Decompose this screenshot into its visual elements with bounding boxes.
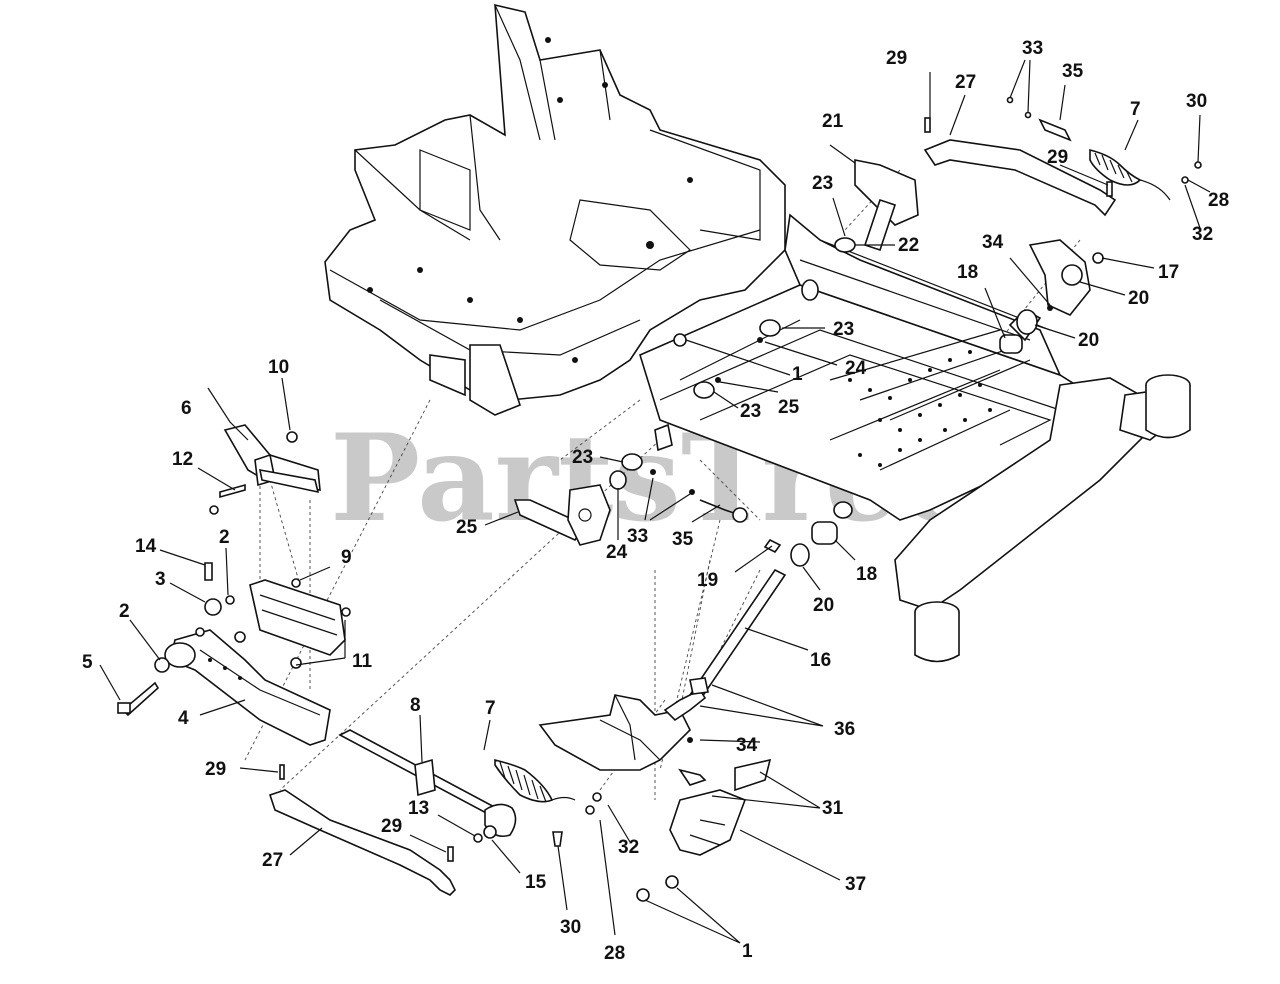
callout-2: 2 — [219, 527, 230, 548]
callout-25: 24 — [845, 358, 867, 379]
callout-21: 20 — [1128, 288, 1149, 309]
leader-lines — [99, 59, 1211, 944]
callout-2: 2 — [119, 601, 130, 622]
callout-5: 5 — [82, 652, 93, 673]
callout-3: 3 — [155, 569, 166, 590]
callout-31: 31 — [822, 798, 844, 819]
callout-7: 7 — [485, 698, 496, 719]
callout-29: 29 — [886, 48, 907, 69]
callout-15: 15 — [525, 872, 547, 893]
callout-17: 17 — [1158, 262, 1179, 283]
callout-34: 34 — [982, 232, 1004, 253]
callout-29: 29 — [381, 816, 402, 837]
callout-27: 27 — [955, 72, 976, 93]
callout-24: 23 — [812, 173, 833, 194]
middle-parts — [513, 423, 853, 902]
callout-labels: 29 27 33 35 7 30 29 28 32 17 20 34 18 20… — [82, 38, 1229, 964]
callout-32: 32 — [618, 837, 639, 858]
callout-34: 34 — [736, 735, 758, 756]
callout-22: 21 — [822, 111, 844, 132]
left-parts — [117, 424, 576, 896]
callout-30: 30 — [1186, 91, 1207, 112]
callout-14: 14 — [135, 536, 157, 557]
callout-30: 30 — [560, 917, 581, 938]
callout-27: 27 — [262, 850, 283, 871]
callout-7: 7 — [1130, 99, 1141, 120]
callout-35: 35 — [672, 529, 694, 550]
callout-4: 4 — [178, 708, 189, 729]
callout-24: 24 — [606, 542, 628, 563]
callout-35: 35 — [1062, 61, 1084, 82]
callout-20: 20 — [1078, 330, 1099, 351]
callout-11: 11 — [352, 651, 373, 672]
callout-19: 19 — [697, 570, 718, 591]
callout-36: 36 — [834, 719, 855, 740]
cotter-pin-29 — [924, 117, 931, 133]
callout-10: 10 — [268, 357, 289, 378]
callout-25: 25 — [778, 397, 800, 418]
callout-6: 6 — [181, 398, 192, 419]
callout-9: 9 — [341, 547, 352, 568]
callout-18: 18 — [957, 262, 978, 283]
callout-33: 33 — [627, 526, 648, 547]
callout-20: 20 — [813, 595, 834, 616]
callout-1: 1 — [742, 941, 753, 962]
callout-1: 1 — [792, 364, 803, 385]
callout-13: 13 — [408, 798, 429, 819]
callout-23: 23 — [572, 447, 593, 468]
callout-33: 33 — [1022, 38, 1043, 59]
callout-23: 23 — [833, 319, 854, 340]
callout-12: 12 — [172, 449, 193, 470]
callout-8: 8 — [410, 695, 421, 716]
callout-32: 32 — [1192, 224, 1213, 245]
callout-16: 16 — [810, 650, 831, 671]
upper-right-parts — [673, 96, 1202, 399]
callout-29: 29 — [1047, 147, 1068, 168]
callout-23: 23 — [740, 401, 761, 422]
callout-29: 29 — [205, 759, 226, 780]
callout-37: 37 — [845, 874, 866, 895]
callout-23: 22 — [898, 235, 919, 256]
callout-28: 28 — [1208, 190, 1229, 211]
callout-18: 18 — [856, 564, 877, 585]
callout-26: 25 — [456, 517, 478, 538]
chassis-frame — [324, 3, 1191, 663]
callout-28: 28 — [604, 943, 625, 964]
